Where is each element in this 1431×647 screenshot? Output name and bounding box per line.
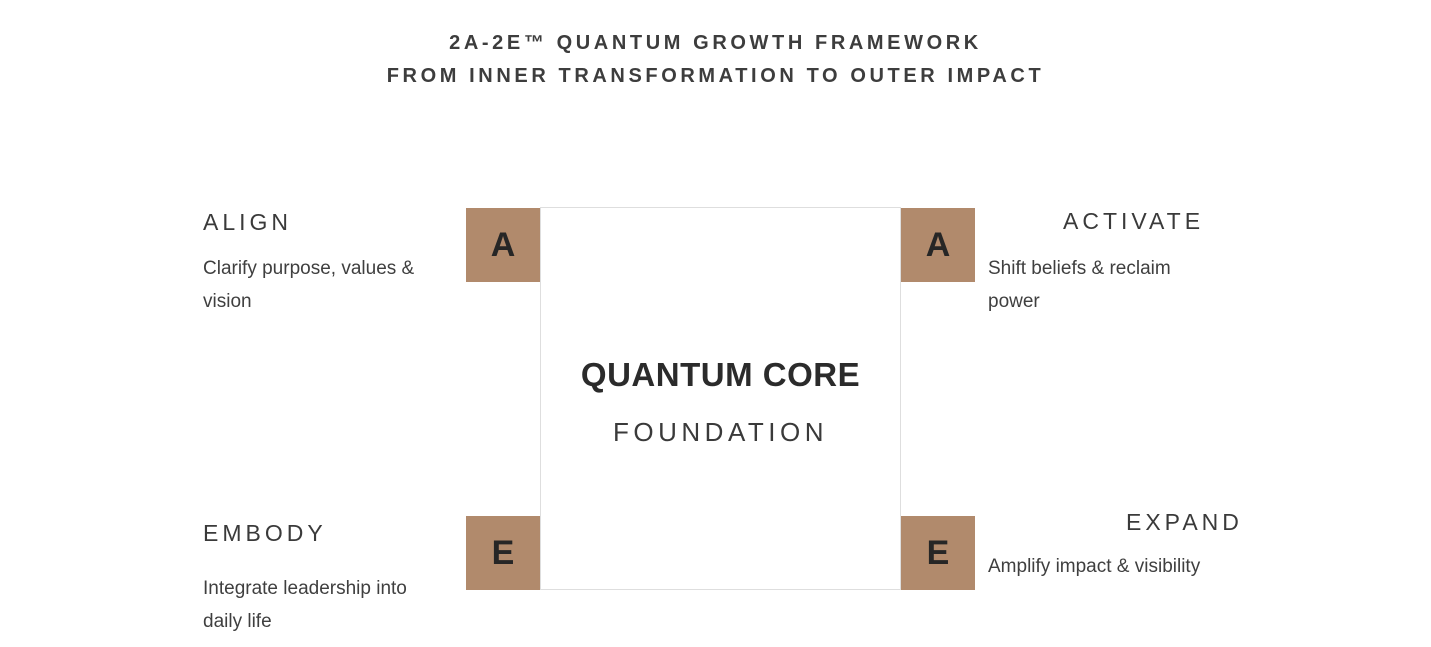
title-line-1: 2A-2E™ QUANTUM GROWTH FRAMEWORK bbox=[449, 32, 982, 54]
expand-heading: EXPAND bbox=[1126, 509, 1243, 535]
badge-expand: E bbox=[901, 516, 975, 590]
expand-description: Amplify impact & visibility bbox=[988, 556, 1201, 577]
badge-align: A bbox=[466, 208, 540, 282]
diagram-title: 2A-2E™ QUANTUM GROWTH FRAMEWORK FROM INN… bbox=[0, 27, 1431, 93]
core-subtitle: FOUNDATION bbox=[613, 417, 828, 447]
title-line-2: FROM INNER TRANSFORMATION TO OUTER IMPAC… bbox=[386, 65, 1045, 87]
core-title: QUANTUM CORE bbox=[580, 356, 861, 393]
activate-heading: ACTIVATE bbox=[1063, 208, 1205, 234]
activate-description: Shift beliefs & reclaim power bbox=[988, 258, 1171, 312]
align-description: Clarify purpose, values & vision bbox=[203, 258, 415, 312]
align-heading: ALIGN bbox=[203, 209, 293, 235]
badge-embody: E bbox=[466, 516, 540, 590]
quantum-core-box: QUANTUM CORE FOUNDATION bbox=[540, 207, 901, 590]
embody-description: Integrate leadership into daily life bbox=[203, 578, 407, 632]
badge-activate: A bbox=[901, 208, 975, 282]
embody-heading: EMBODY bbox=[203, 520, 327, 546]
